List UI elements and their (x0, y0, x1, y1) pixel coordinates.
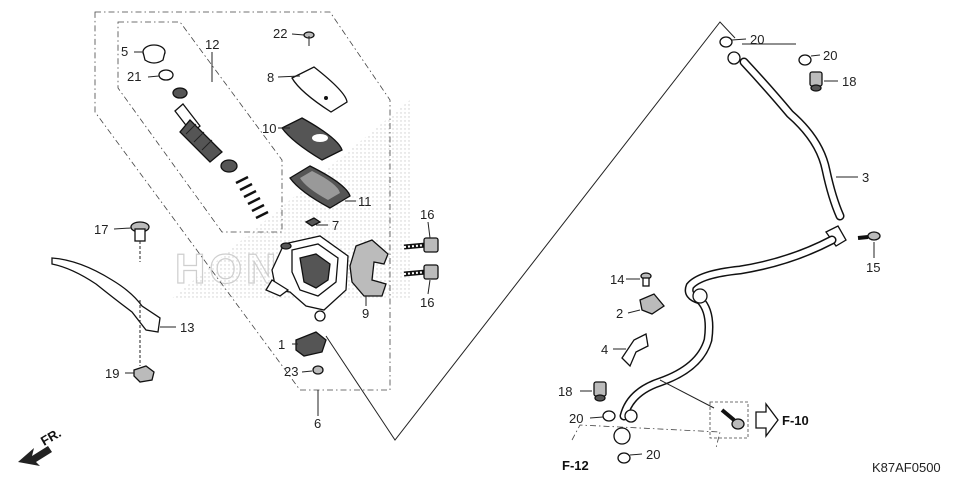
assembly-outline-15-bolt (709, 401, 749, 439)
callout-20-d: 20 (646, 447, 660, 462)
part-5-cap (142, 44, 166, 64)
part-9-holder (349, 239, 389, 297)
part-20-washer-b (798, 54, 812, 66)
part-16-bolt-upper (403, 237, 439, 253)
callout-8: 8 (267, 70, 274, 85)
callout-6: 6 (314, 416, 321, 431)
part-19-nut (133, 365, 155, 383)
callout-5: 5 (121, 44, 128, 59)
fr-direction-arrow (18, 446, 52, 466)
callout-7: 7 (332, 218, 339, 233)
callout-12: 12 (205, 37, 219, 52)
callout-23: 23 (284, 364, 298, 379)
part-23-screw (312, 365, 324, 375)
callout-13: 13 (180, 320, 194, 335)
callout-14: 14 (610, 272, 624, 287)
callout-22: 22 (273, 26, 287, 41)
part-2-hose-clamp (639, 293, 665, 315)
part-13-brake-lever (51, 257, 161, 366)
part-14-bolt (640, 272, 652, 287)
ref-f12: F-12 (562, 458, 589, 473)
leader-lines (113, 33, 875, 456)
part-15-bolt (857, 231, 881, 241)
part-8-reservoir-cap (291, 66, 348, 113)
assembly-outline-12 (117, 21, 283, 233)
part-20-washer-d (617, 452, 631, 464)
assembly-outline-f12 (571, 424, 721, 449)
part-11-diaphragm (289, 165, 351, 209)
callout-16-lower: 16 (420, 295, 434, 310)
callout-16-upper: 16 (420, 207, 434, 222)
callout-9: 9 (362, 306, 369, 321)
diagram-code: K87AF0500 (872, 460, 941, 475)
part-6-master-cylinder (265, 235, 349, 322)
part-18-oil-bolt-lower (593, 381, 607, 402)
part-20-washer-c (602, 410, 616, 422)
part-16-bolt-lower (403, 264, 439, 280)
f10-arrow (755, 402, 779, 438)
callout-2: 2 (616, 306, 623, 321)
callout-10: 10 (262, 121, 276, 136)
part-12-piston-set (172, 87, 269, 220)
part-4-hose-stay (621, 333, 649, 368)
callout-21: 21 (127, 69, 141, 84)
part-10-plate (281, 117, 343, 161)
callout-1: 1 (278, 337, 285, 352)
callout-18-lower: 18 (558, 384, 572, 399)
callout-18-upper: 18 (842, 74, 856, 89)
callout-15: 15 (866, 260, 880, 275)
part-22-screw (303, 31, 315, 46)
assembly-outline-6 (94, 11, 391, 391)
ref-f10: F-10 (782, 413, 809, 428)
part-7-small-plate (304, 217, 322, 227)
part-17-pivot-bolt (130, 221, 150, 262)
callout-4: 4 (601, 342, 608, 357)
callout-20-a: 20 (750, 32, 764, 47)
callout-17: 17 (94, 222, 108, 237)
connector-line (325, 21, 736, 441)
callout-20-b: 20 (823, 48, 837, 63)
callout-20-c: 20 (569, 411, 583, 426)
fr-label: FR. (38, 425, 64, 448)
part-15-bolt-lower (720, 408, 745, 430)
callout-11: 11 (358, 194, 372, 209)
part-21-circlip (158, 69, 174, 81)
callout-3: 3 (862, 170, 869, 185)
part-3-brake-hose (613, 51, 847, 445)
part-1-stop-switch (295, 331, 327, 357)
part-18-oil-bolt-upper (809, 71, 823, 92)
part-20-washer-a (719, 36, 733, 48)
callout-19: 19 (105, 366, 119, 381)
